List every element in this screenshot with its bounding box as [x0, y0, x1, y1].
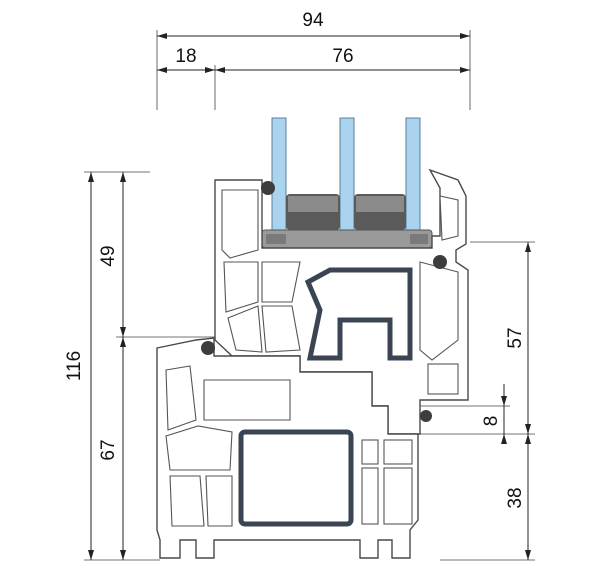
sash-chamber [419, 261, 459, 361]
arrowhead [157, 67, 167, 73]
arrowhead [525, 242, 531, 252]
glazing-bead [261, 229, 433, 249]
arrowhead [120, 550, 126, 560]
frame-chamber [205, 475, 233, 527]
left-dimensions: 116 49 67 [64, 171, 215, 561]
frame-chamber [383, 439, 413, 465]
frame-chamber [169, 475, 205, 527]
top-dimensions: 94 18 76 [156, 10, 471, 110]
arrowhead [157, 33, 167, 39]
dim-label-frame-lower-height: 67 [98, 439, 119, 460]
sash-chamber [261, 261, 301, 303]
glass-pane-outer [271, 117, 287, 235]
frame-chamber [383, 467, 413, 525]
bead-clip-left [266, 234, 286, 244]
dim-label-sash-upper-height: 49 [98, 245, 119, 266]
center-gasket [420, 410, 432, 422]
dim-label-rebate-height: 8 [481, 416, 502, 427]
dim-label-overall-width: 94 [302, 10, 324, 31]
sash-chamber [221, 189, 259, 259]
arrowhead [501, 434, 507, 444]
sash-inner-gasket [433, 255, 447, 269]
spacer-mesh-right [356, 196, 404, 212]
arrowhead [525, 424, 531, 434]
sash-chamber [261, 305, 301, 353]
sash-chamber [427, 363, 459, 395]
arrowhead [460, 33, 470, 39]
sash-chamber [223, 261, 259, 313]
arrowhead [88, 550, 94, 560]
frame-chamber [361, 467, 379, 525]
arrowhead [120, 337, 126, 347]
arrowhead [525, 550, 531, 560]
arrowhead [525, 434, 531, 444]
frame-chamber [203, 379, 291, 421]
bead-clip-right [410, 234, 428, 244]
arrowhead [215, 67, 225, 73]
dim-label-sash-right-height: 57 [505, 327, 526, 348]
sash-chamber [439, 195, 459, 241]
glass-pane-inner [405, 117, 421, 235]
frame-steel-reinforcement [238, 429, 354, 527]
dim-label-sash-width: 76 [332, 46, 353, 67]
arrowhead [120, 327, 126, 337]
glass-pane-middle [339, 117, 355, 235]
frame-outer-gasket [201, 341, 215, 355]
frame-chamber [361, 439, 379, 465]
pvc-profile-section [156, 117, 469, 559]
dim-label-overall-height: 116 [64, 351, 85, 381]
sash-outer-gasket [261, 181, 275, 195]
arrowhead [205, 67, 215, 73]
arrowhead [120, 172, 126, 182]
dim-label-sill-height: 38 [505, 487, 526, 508]
spacer-mesh-left [288, 196, 338, 212]
frame-chamber [165, 365, 197, 431]
arrowhead [88, 172, 94, 182]
arrowhead [501, 396, 507, 406]
sash-chamber [227, 305, 263, 353]
frame-chamber [165, 425, 233, 471]
dim-label-frame-width: 18 [175, 46, 196, 67]
arrowhead [460, 67, 470, 73]
sash-steel-reinforcement [304, 267, 413, 361]
